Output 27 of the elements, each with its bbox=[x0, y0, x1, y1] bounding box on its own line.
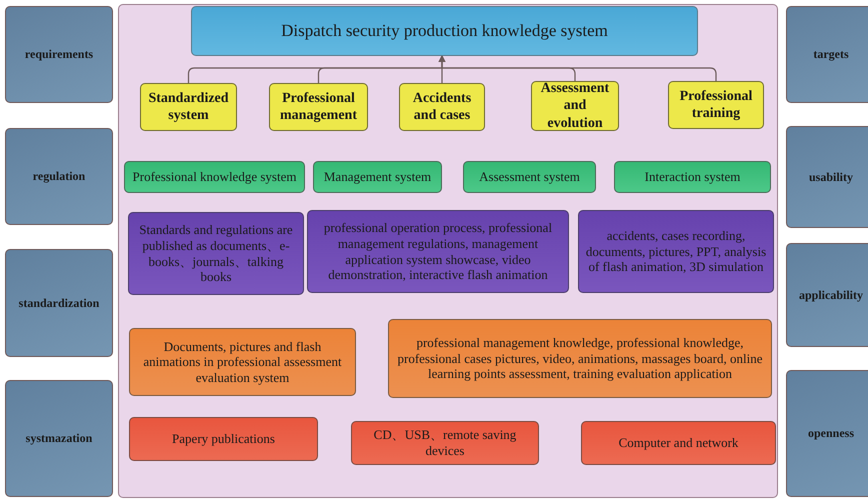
system-box: Professional knowledge system bbox=[124, 161, 305, 193]
side-box: openness bbox=[786, 370, 868, 497]
title-box: Dispatch security production knowledge system bbox=[191, 6, 698, 56]
system-box: Assessment system bbox=[463, 161, 596, 193]
category-box: Accidents and cases bbox=[399, 83, 485, 131]
medium-box: Computer and network bbox=[581, 421, 776, 465]
side-box: applicability bbox=[786, 243, 868, 347]
medium-box: CD、USB、remote saving devices bbox=[351, 421, 539, 465]
system-box: Interaction system bbox=[614, 161, 771, 193]
category-box: Professional management bbox=[269, 83, 368, 131]
side-box: regulation bbox=[5, 128, 113, 225]
content-box: accidents, cases recording, documents, pictures, PPT, analysis of flash animation, 3D simulation bbox=[578, 210, 774, 293]
medium-box: Papery publications bbox=[129, 417, 318, 461]
side-box: standardization bbox=[5, 249, 113, 357]
side-box: systmazation bbox=[5, 380, 113, 497]
content-box: professional management knowledge, professional knowledge, professional cases pictures, video, animations, massages board, online learning points assessment, training evaluation application bbox=[388, 319, 772, 398]
content-box: Standards and regulations are published as documents、e-books、journals、talking books bbox=[128, 212, 304, 295]
category-box: Standardized system bbox=[140, 83, 237, 131]
panel-background bbox=[118, 4, 778, 498]
category-box: Professional training bbox=[668, 81, 764, 129]
content-box: professional operation process, professional management regulations, management application system showcase, video demonstration, interactive flash animation bbox=[307, 210, 569, 293]
content-box: Documents, pictures and flash animations in professional assessment evaluation system bbox=[129, 328, 356, 396]
category-box: Assessment and evolution bbox=[531, 81, 619, 131]
side-box: requirements bbox=[5, 6, 113, 103]
side-box: targets bbox=[786, 6, 868, 103]
system-box: Management system bbox=[313, 161, 442, 193]
side-box: usability bbox=[786, 126, 868, 228]
